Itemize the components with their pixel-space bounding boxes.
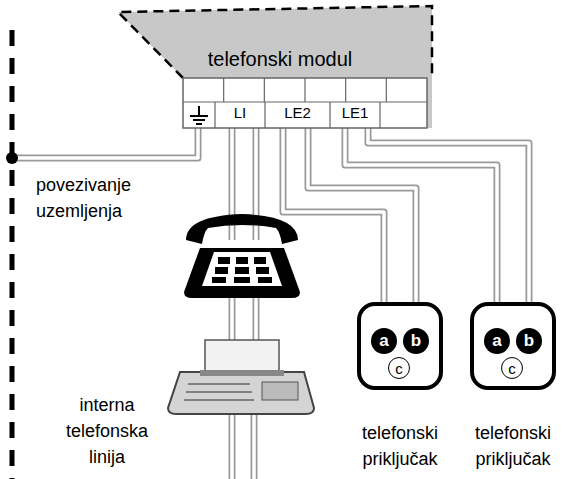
phone-socket: abctelefonski priključak <box>470 302 556 390</box>
fax-icon <box>168 340 314 414</box>
ground-symbol <box>190 106 208 124</box>
pin-label: b <box>403 328 429 354</box>
pin-label: c <box>501 357 523 379</box>
cable <box>283 128 416 304</box>
line-label: interna telefonska linija <box>48 392 166 470</box>
terminal-name: LI <box>215 103 265 123</box>
terminal-name: LE1 <box>330 103 380 123</box>
pin-label: b <box>516 328 542 354</box>
cable <box>345 128 529 304</box>
ground-label: povezivanje uzemljenja <box>36 172 166 224</box>
socket-caption: telefonski priključak <box>458 420 568 472</box>
ground-bus <box>10 30 15 479</box>
phone-socket: abctelefonski priključak <box>357 302 443 390</box>
pin-label: c <box>388 357 410 379</box>
pin-label: a <box>484 328 510 354</box>
pin-label: a <box>371 328 397 354</box>
terminal-name: LE2 <box>265 103 330 123</box>
wires <box>12 128 256 479</box>
terminal-strip <box>183 78 427 128</box>
module-box: telefonski modulLILE2LE1 <box>115 4 435 130</box>
telephone-icon <box>184 214 300 298</box>
junction-dot <box>6 152 18 164</box>
socket-caption: telefonski priključak <box>345 420 455 472</box>
module-title: telefonski modul <box>155 46 405 72</box>
